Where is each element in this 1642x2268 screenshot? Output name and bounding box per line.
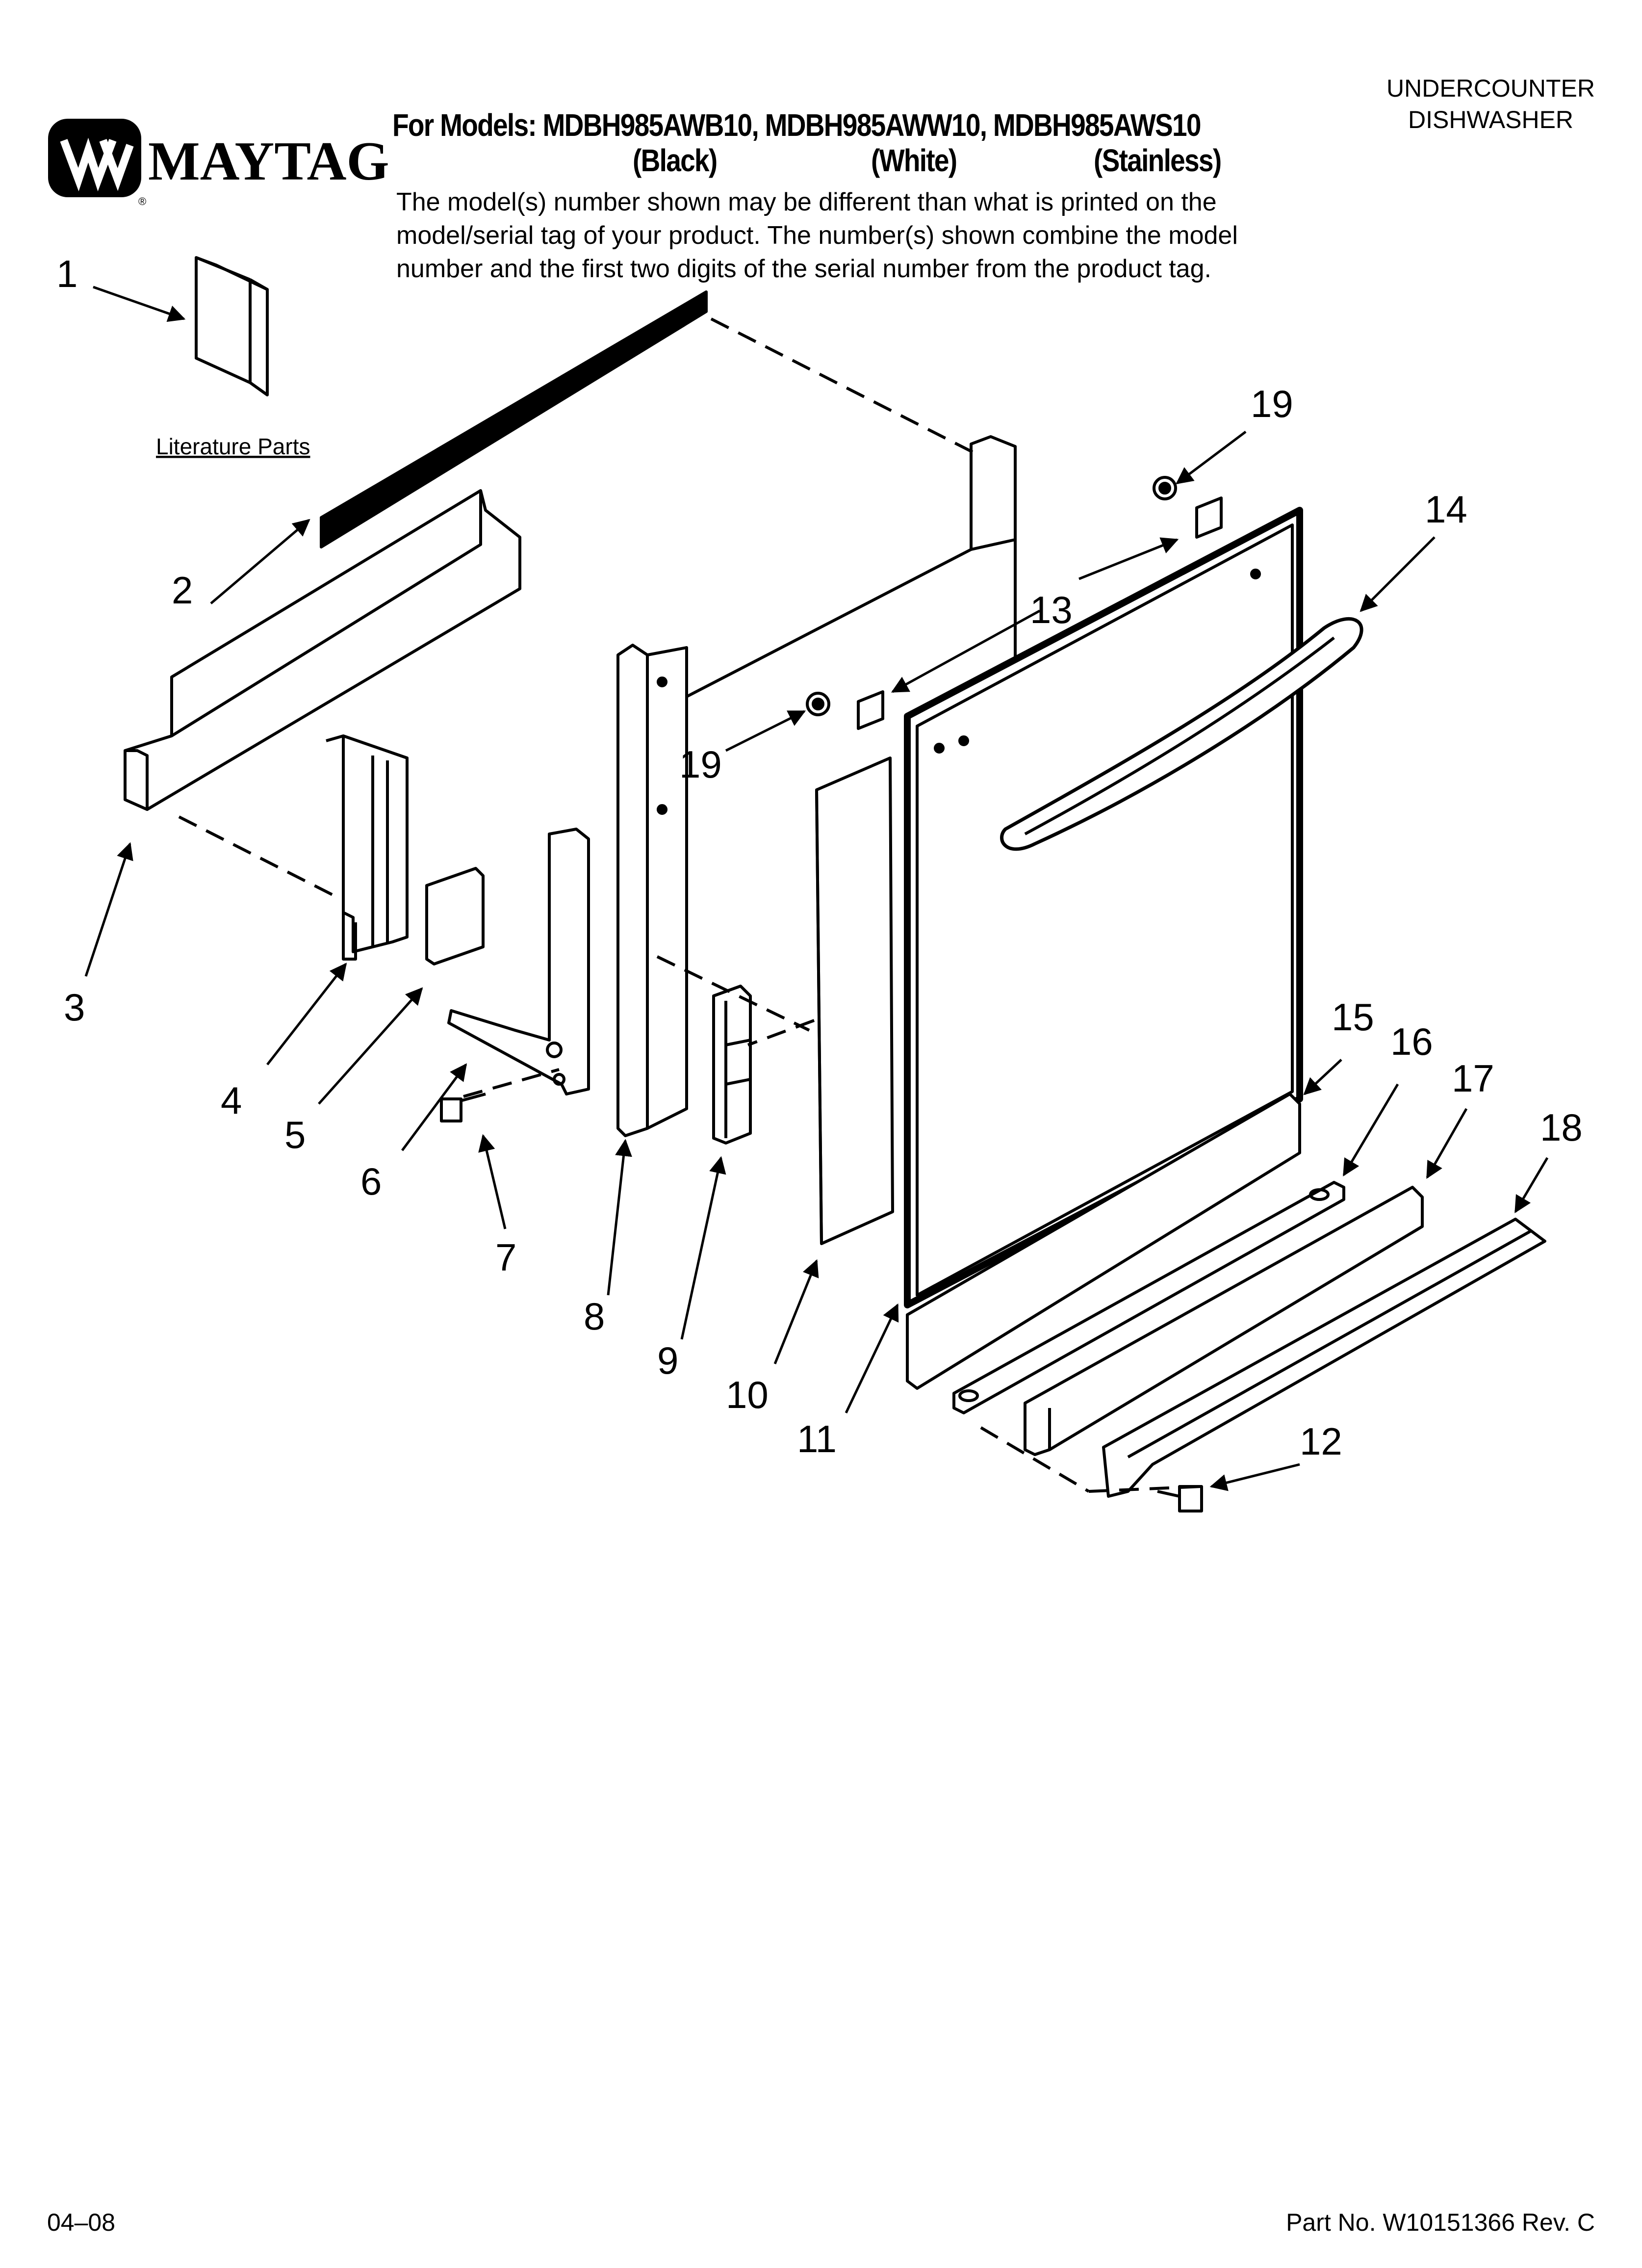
callout-11: 11 <box>797 1417 837 1460</box>
brand-wordmark: MAYTAG <box>148 131 389 192</box>
callout-12: 12 <box>1300 1420 1342 1463</box>
callout-18: 18 <box>1540 1106 1583 1149</box>
part-spacer <box>326 734 409 961</box>
callout-4: 4 <box>221 1079 242 1122</box>
part-outer-door <box>904 507 1303 1308</box>
callout-14: 14 <box>1425 488 1467 531</box>
part-kick-plate <box>1024 1186 1424 1456</box>
part-literature <box>195 256 269 396</box>
callout-2: 2 <box>172 569 193 612</box>
part-door-handle <box>1000 617 1363 851</box>
part-toe-bracket <box>952 1181 1345 1414</box>
callout-10: 10 <box>726 1373 769 1416</box>
variant-black: (Black) <box>633 143 718 178</box>
part-toe-kick <box>1102 1218 1546 1498</box>
variant-stainless: (Stainless) <box>1094 143 1222 178</box>
note-line: number and the first two digits of the s… <box>396 255 1211 283</box>
part-nut <box>806 476 1177 716</box>
part-door-guide <box>712 985 752 1145</box>
callout-3: 3 <box>64 986 85 1029</box>
part-lower-panel <box>906 1093 1301 1390</box>
note-line: The model(s) number shown may be differe… <box>396 188 1217 216</box>
callout-6: 6 <box>360 1160 382 1203</box>
callout-19: 19 <box>679 743 722 786</box>
assembly-lines <box>178 317 1202 1493</box>
appliance-type-line: DISHWASHER <box>1408 106 1574 133</box>
callout-13: 13 <box>1030 588 1073 631</box>
callout-1: 1 <box>56 252 77 295</box>
part-pad <box>425 867 485 965</box>
part-number: Part No. W10151366 Rev. C <box>1286 2209 1595 2236</box>
callout-numbers: 1 2 3 4 5 6 7 8 9 10 11 12 13 14 15 16 1… <box>56 252 1583 1463</box>
callout-7: 7 <box>495 1236 516 1279</box>
part-side-trim <box>815 756 894 1245</box>
note-line: model/serial tag of your product. The nu… <box>396 221 1238 250</box>
models-heading: For Models: MDBH985AWB10, MDBH985AWW10, … <box>392 107 1201 143</box>
model-number-note: The model(s) number shown may be differe… <box>396 185 1377 286</box>
callout-5: 5 <box>284 1113 306 1156</box>
maytag-logo: MAYTAG ® <box>48 119 389 208</box>
revision-date: 04–08 <box>47 2209 116 2236</box>
svg-text:®: ® <box>138 195 146 208</box>
literature-parts-label: Literature Parts <box>156 434 310 459</box>
part-hinge-plate <box>857 496 1223 730</box>
part-panel-bracket <box>124 489 521 811</box>
part-top-trim <box>320 290 708 548</box>
part-hinge-bracket <box>447 828 590 1095</box>
callout-15: 15 <box>1332 995 1374 1039</box>
callout-19: 19 <box>1251 382 1293 425</box>
callout-8: 8 <box>584 1295 605 1338</box>
callout-16: 16 <box>1390 1020 1433 1063</box>
callout-9: 9 <box>657 1339 678 1382</box>
leader-lines <box>84 286 1549 1491</box>
appliance-type: UNDERCOUNTER DISHWASHER <box>1386 73 1595 135</box>
part-side-frame <box>616 435 1017 1137</box>
part-screw <box>440 1093 486 1122</box>
appliance-type-line: UNDERCOUNTER <box>1386 75 1595 102</box>
callout-17: 17 <box>1452 1057 1494 1100</box>
part-screw-12 <box>1157 1485 1203 1512</box>
variant-white: (White) <box>871 143 957 178</box>
